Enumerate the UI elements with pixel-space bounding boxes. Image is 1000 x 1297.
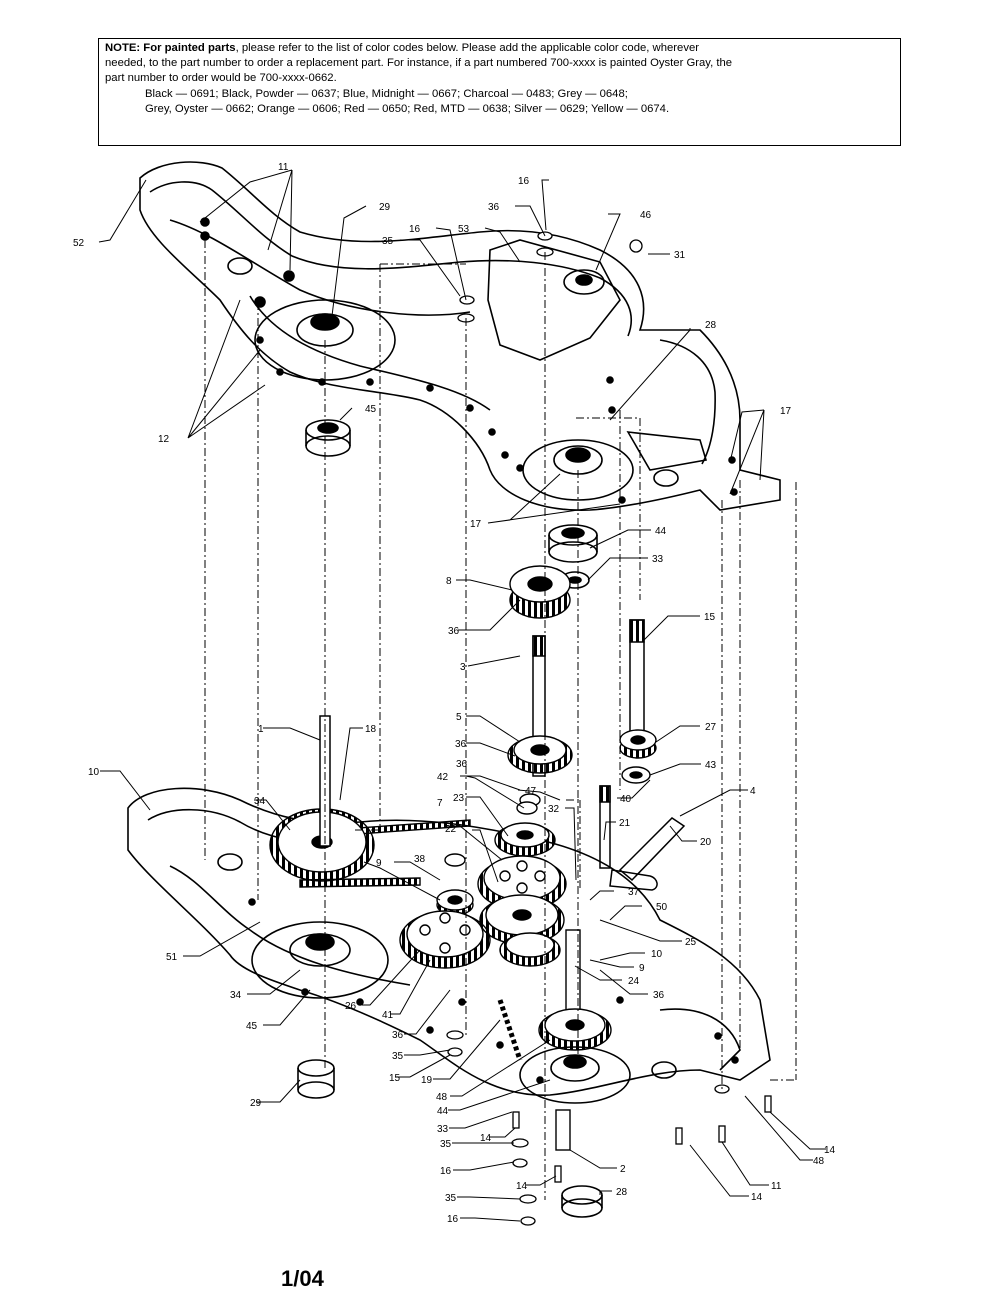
callout-29b: 29 xyxy=(250,1098,262,1109)
shaft-15 xyxy=(629,619,645,741)
color-codes-line-2: Grey, Oyster — 0662; Orange — 0606; Red … xyxy=(145,102,670,115)
callout-11a: 11 xyxy=(278,162,289,173)
callout-21: 21 xyxy=(619,818,631,829)
callout-3: 3 xyxy=(460,662,466,673)
callout-18: 18 xyxy=(365,724,377,735)
callout-44b: 44 xyxy=(437,1106,449,1117)
callout-25: 25 xyxy=(685,937,697,948)
callout-29a: 29 xyxy=(379,202,391,213)
callout-4: 4 xyxy=(750,786,756,797)
callout-16c: 16 xyxy=(440,1166,452,1177)
gear-stack-center xyxy=(477,801,567,967)
note-line1-rest: , please refer to the list of color code… xyxy=(235,42,700,54)
callout-10a: 10 xyxy=(88,767,100,778)
lever-20 xyxy=(609,817,686,891)
callout-34b: 34 xyxy=(230,990,242,1001)
callout-16b: 16 xyxy=(409,224,421,235)
callout-42: 42 xyxy=(437,772,449,783)
callout-47: 47 xyxy=(525,786,537,797)
callout-32: 32 xyxy=(548,804,560,815)
gear-8 xyxy=(509,565,571,619)
callout-9a: 9 xyxy=(376,858,382,869)
lower-housing-plate xyxy=(127,787,771,1104)
callout-36b: 36 xyxy=(448,626,460,637)
callout-35b: 35 xyxy=(392,1051,404,1062)
callout-36a: 36 xyxy=(488,202,500,213)
callout-16d: 16 xyxy=(447,1214,459,1225)
alignment-lines xyxy=(204,240,797,1200)
callout-24: 24 xyxy=(628,976,640,987)
callout-17b: 17 xyxy=(470,519,482,530)
callout-14d: 14 xyxy=(824,1145,836,1156)
callout-40: 40 xyxy=(620,794,632,805)
note-prefix: NOTE: xyxy=(105,42,141,54)
callout-31: 31 xyxy=(674,250,686,261)
callout-36e: 36 xyxy=(653,990,665,1001)
callout-20: 20 xyxy=(700,837,712,848)
callout-43: 43 xyxy=(705,760,717,771)
callout-2: 2 xyxy=(620,1164,626,1175)
bearing-45-upper xyxy=(305,419,351,457)
note-bold-phrase: For painted parts xyxy=(143,42,236,54)
note-line-2: needed, to the part number to order a re… xyxy=(105,57,733,70)
callout-35c: 35 xyxy=(440,1139,452,1150)
callout-50: 50 xyxy=(656,902,668,913)
callout-48a: 48 xyxy=(436,1092,448,1103)
callout-1: 1 xyxy=(258,724,264,735)
callout-33b: 33 xyxy=(437,1124,449,1135)
callout-34a: 34 xyxy=(254,796,266,807)
callout-46: 46 xyxy=(640,210,652,221)
callout-17a: 17 xyxy=(780,406,792,417)
callout-35d: 35 xyxy=(445,1193,457,1204)
callout-51: 51 xyxy=(166,952,178,963)
callout-45a: 45 xyxy=(365,404,377,415)
callout-14b: 14 xyxy=(516,1181,528,1192)
callout-22: 22 xyxy=(445,824,457,835)
painted-parts-note: NOTE: For painted parts, please refer to… xyxy=(98,38,901,146)
callout-15a: 15 xyxy=(704,612,716,623)
callout-35a: 35 xyxy=(382,236,394,247)
callout-14c: 14 xyxy=(751,1192,763,1203)
callout-28a: 28 xyxy=(705,320,717,331)
callout-7: 7 xyxy=(437,798,443,809)
callout-11b: 11 xyxy=(771,1181,782,1192)
upper-housing-plate xyxy=(139,161,781,511)
callout-14a: 14 xyxy=(480,1133,492,1144)
leader-lines xyxy=(98,169,826,1222)
callout-36c: 36 xyxy=(455,739,467,750)
callout-16a: 16 xyxy=(518,176,530,187)
callout-41: 41 xyxy=(382,1010,394,1021)
callout-26: 26 xyxy=(345,1001,357,1012)
sprocket-48-shaft-2 xyxy=(497,929,612,1151)
gear-38-26 xyxy=(399,853,491,969)
color-codes-line-1: Black — 0691; Black, Powder — 0637; Blue… xyxy=(145,87,628,100)
callout-36f: 36 xyxy=(392,1030,404,1041)
note-line-3: part number to order would be 700-xxxx-0… xyxy=(105,72,337,85)
callout-15b: 15 xyxy=(389,1073,401,1084)
revision-date: 1/04 xyxy=(281,1266,324,1291)
callout-33a: 33 xyxy=(652,554,664,565)
callout-36d: 36 xyxy=(456,759,468,770)
bottom-bearings xyxy=(297,1059,603,1218)
callout-9b: 9 xyxy=(639,963,645,974)
callout-labels: 11 52 29 16 36 16 53 46 35 31 28 45 17 1… xyxy=(73,162,836,1225)
callout-38: 38 xyxy=(414,854,426,865)
callout-8: 8 xyxy=(446,576,452,587)
callout-19: 19 xyxy=(421,1075,433,1086)
callout-53: 53 xyxy=(458,224,470,235)
callout-5: 5 xyxy=(456,712,462,723)
callout-27: 27 xyxy=(705,722,717,733)
note-line-1: NOTE: For painted parts, please refer to… xyxy=(105,41,894,56)
callout-37: 37 xyxy=(628,887,640,898)
callout-12: 12 xyxy=(158,434,170,445)
callout-52: 52 xyxy=(73,238,85,249)
callout-23: 23 xyxy=(453,793,465,804)
callout-28b: 28 xyxy=(616,1187,628,1198)
callout-10b: 10 xyxy=(651,949,663,960)
callout-44a: 44 xyxy=(655,526,667,537)
sprocket-5 xyxy=(507,735,573,807)
callout-48b: 48 xyxy=(813,1156,825,1167)
callout-45b: 45 xyxy=(246,1021,258,1032)
